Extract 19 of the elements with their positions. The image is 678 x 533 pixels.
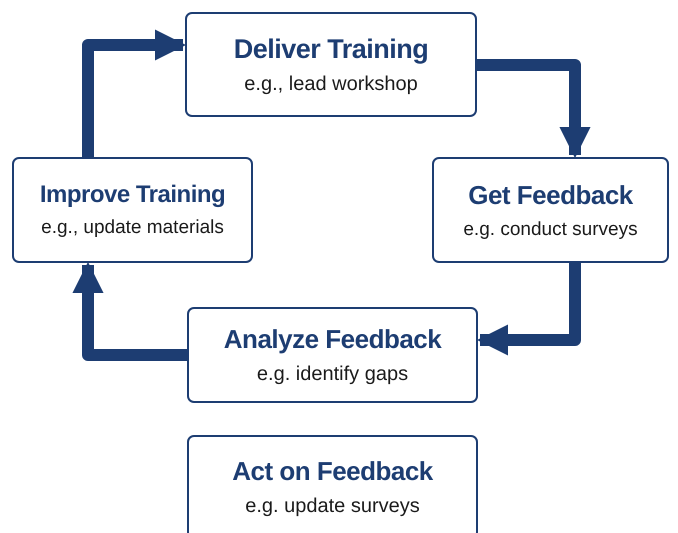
process-box xyxy=(187,435,478,533)
step-title: Act on Feedback xyxy=(232,456,433,487)
step-title: Analyze Feedback xyxy=(224,324,442,355)
step-example: e.g. conduct surveys xyxy=(463,218,638,240)
step-title: Get Feedback xyxy=(468,180,633,210)
step-title: Improve Training xyxy=(40,181,226,209)
arrow xyxy=(477,59,591,158)
process-box xyxy=(185,12,477,117)
arrow xyxy=(82,29,186,157)
step-example: e.g. identify gaps xyxy=(256,363,408,386)
step-title: Deliver Training xyxy=(234,34,428,64)
step-example: e.g., update materials xyxy=(41,217,224,239)
step-example: e.g. update surveys xyxy=(245,495,420,518)
process-box xyxy=(12,157,253,263)
arrow xyxy=(72,262,187,361)
step-example: e.g., lead workshop xyxy=(244,72,418,96)
process-box xyxy=(187,307,478,403)
process-box xyxy=(432,157,669,263)
arrow xyxy=(476,263,581,356)
